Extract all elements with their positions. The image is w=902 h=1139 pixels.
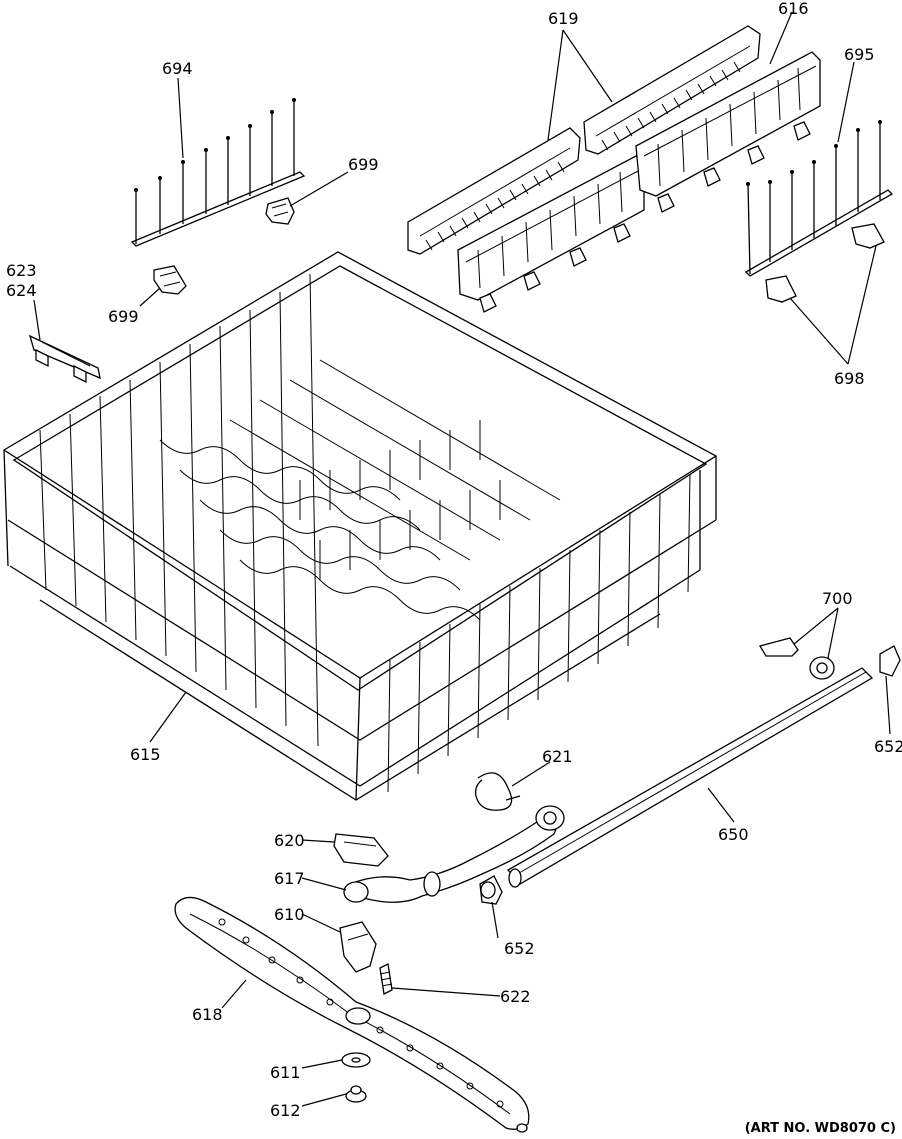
spray-arm-618 <box>174 896 530 1133</box>
clip-698-upper <box>851 223 885 249</box>
tine-bar-619-left <box>407 127 581 255</box>
cup-shelf-616-back <box>635 51 821 213</box>
tine-rack-695 <box>744 120 894 277</box>
clamp-621 <box>474 772 521 811</box>
callout-622: 622 <box>500 987 531 1006</box>
callout-624: 624 <box>6 281 37 300</box>
callout-699-lower: 699 <box>108 307 139 326</box>
end-cap-652-right <box>879 645 901 677</box>
art-number: (ART NO. WD8070 C) <box>745 1121 896 1136</box>
clip-699-upper <box>265 197 295 225</box>
callout-612: 612 <box>270 1101 301 1120</box>
tine-rack-694 <box>130 98 306 247</box>
callout-699-upper: 699 <box>348 155 379 174</box>
callout-615: 615 <box>130 745 161 764</box>
leader-lines <box>33 11 891 1107</box>
callout-621: 621 <box>542 747 573 766</box>
end-cap-652-lower <box>479 875 503 905</box>
screw-622 <box>379 963 393 995</box>
washer-611 <box>341 1052 371 1068</box>
callout-620: 620 <box>274 831 305 850</box>
retainer-620 <box>333 833 389 867</box>
callout-695: 695 <box>844 45 875 64</box>
callout-611: 611 <box>270 1063 301 1082</box>
callout-652-right: 652 <box>874 737 902 756</box>
callout-labels: 694 699 699 619 616 695 623 624 698 615 … <box>6 0 902 1136</box>
cup-shelf-616-front <box>457 155 645 313</box>
bearing-610 <box>339 921 377 973</box>
callout-610: 610 <box>274 905 305 924</box>
clip-698-lower <box>765 275 797 303</box>
callout-619: 619 <box>548 9 579 28</box>
callout-616: 616 <box>778 0 809 18</box>
rack-stop-700 <box>758 637 835 680</box>
callout-618: 618 <box>192 1005 223 1024</box>
callout-617: 617 <box>274 869 305 888</box>
callout-650: 650 <box>718 825 749 844</box>
rack-adjuster-623-624 <box>28 334 101 384</box>
callout-700: 700 <box>822 589 853 608</box>
callout-623: 623 <box>6 261 37 280</box>
tine-bar-619-right <box>583 25 761 155</box>
clip-699-lower <box>153 265 187 295</box>
conduit-617 <box>343 805 565 903</box>
callout-694: 694 <box>162 59 193 78</box>
feed-tube-650 <box>506 667 874 888</box>
callout-652-lower: 652 <box>504 939 535 958</box>
cap-612 <box>345 1085 367 1103</box>
upper-rack-615 <box>2 251 718 801</box>
callout-698: 698 <box>834 369 865 388</box>
